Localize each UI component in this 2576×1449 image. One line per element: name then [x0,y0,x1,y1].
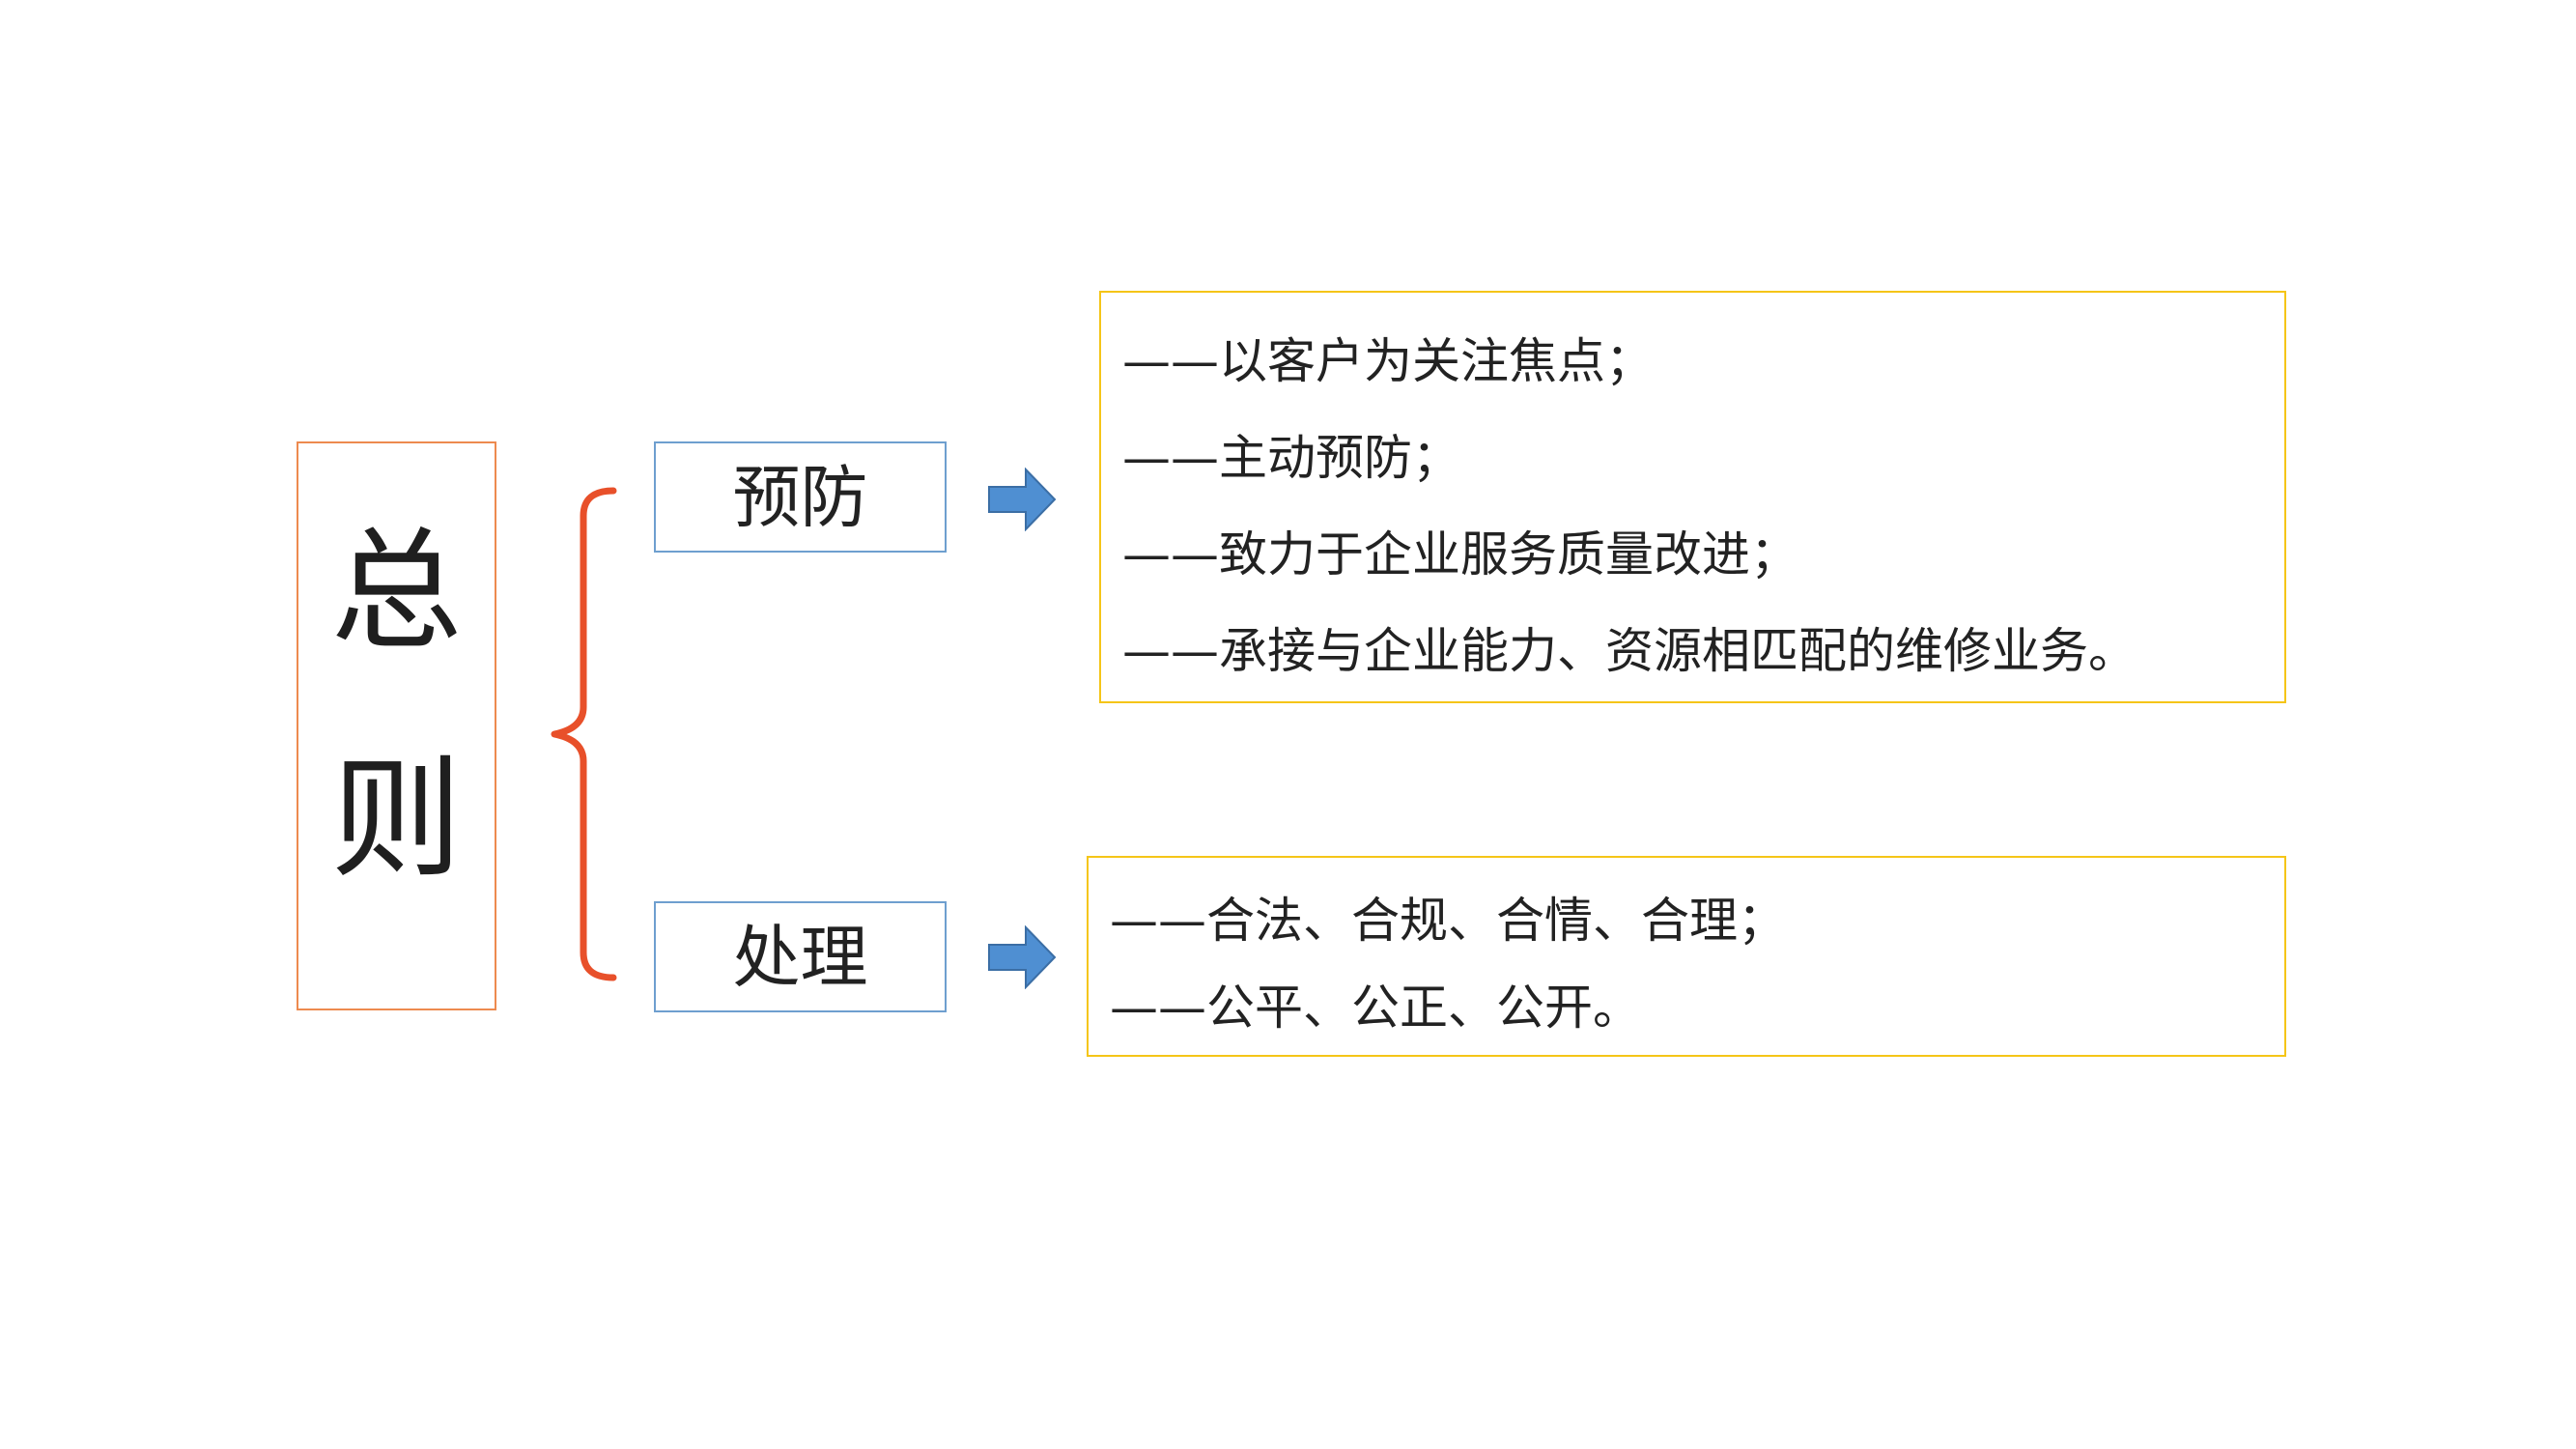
general-principles-title-box: 总 则 [297,441,496,1010]
title-char-1: 总 [330,516,463,668]
prevention-detail-line: ——致力于企业服务质量改进； [1122,526,1798,582]
prevention-details-box: ——以客户为关注焦点； ——主动预防； ——致力于企业服务质量改进； ——承接与… [1099,291,2286,703]
handling-details-box: ——合法、合规、合情、合理； ——公平、公正、公开。 [1087,856,2286,1057]
branch-handling: 处理 [654,901,947,1012]
title-char-2: 则 [330,744,463,896]
prevention-detail-line: ——主动预防； [1122,430,1460,486]
branch-prevention: 预防 [654,441,947,553]
curly-brace-icon [551,487,617,981]
right-arrow-icon [988,468,1057,531]
prevention-detail-line: ——以客户为关注焦点； [1122,333,1654,389]
handling-detail-line: ——公平、公正、公开。 [1110,980,1641,1036]
right-arrow-icon [988,925,1057,989]
handling-detail-line: ——合法、合规、合情、合理； [1110,893,1786,949]
prevention-detail-line: ——承接与企业能力、资源相匹配的维修业务。 [1122,623,2137,679]
